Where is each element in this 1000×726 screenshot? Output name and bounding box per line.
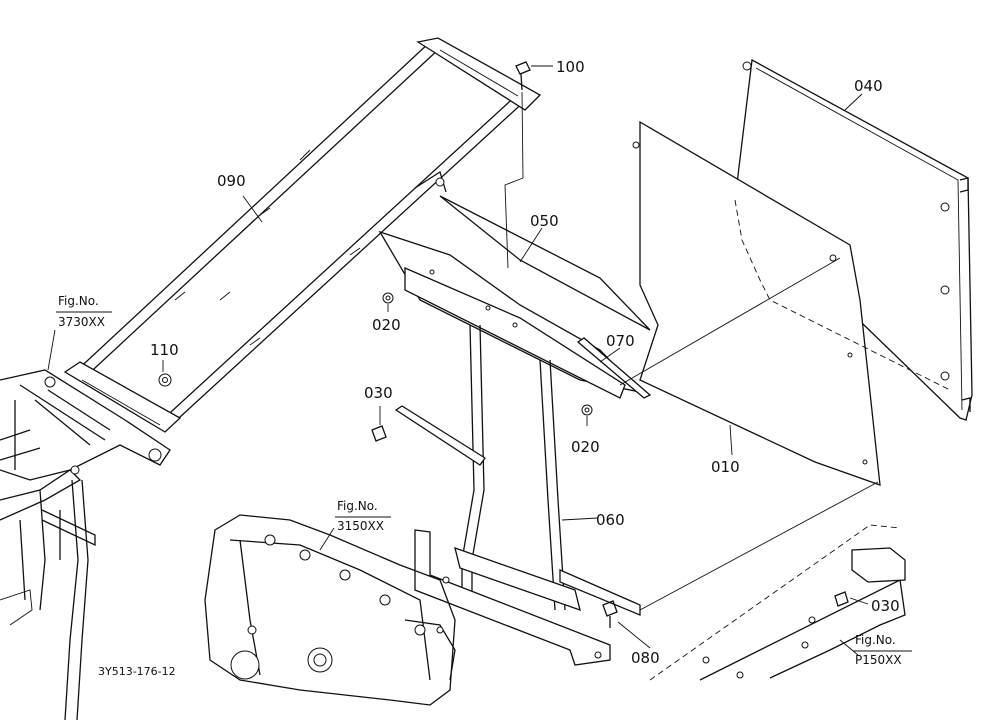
fig-ref-label: Fig.No. <box>58 294 99 308</box>
part-label-040: 040 <box>854 77 883 95</box>
part-label-030-right: 030 <box>871 597 900 615</box>
part-label-020-upper: 020 <box>372 316 401 334</box>
left-frame-assembly <box>0 369 171 721</box>
stay-030-left <box>371 405 486 466</box>
fig-ref-number: P150XX <box>855 653 902 667</box>
part-label-110: 110 <box>150 341 179 359</box>
fig-ref-label: Fig.No. <box>337 499 378 513</box>
bracket-070 <box>576 337 652 399</box>
part-labels: 100 040 090 050 020 070 110 030 020 010 … <box>150 58 900 667</box>
fasteners <box>158 61 849 628</box>
fig-ref-3730xx: Fig.No. 3730XX <box>56 294 112 329</box>
fig-ref-number: 3730XX <box>58 315 105 329</box>
panel-010 <box>632 120 951 486</box>
right-frame-plate <box>649 524 906 681</box>
part-label-100: 100 <box>556 58 585 76</box>
fig-ref-number: 3150XX <box>337 519 384 533</box>
diagram-code: 3Y513-176-12 <box>98 665 176 678</box>
part-label-080: 080 <box>631 649 660 667</box>
frame-090 <box>63 37 542 433</box>
alignment-lines <box>504 91 879 611</box>
fig-ref-label: Fig.No. <box>855 633 896 647</box>
plates-050 <box>378 195 651 399</box>
part-label-010: 010 <box>711 458 740 476</box>
leader-lines <box>47 65 869 656</box>
part-label-060: 060 <box>596 511 625 529</box>
part-label-090: 090 <box>217 172 246 190</box>
part-label-070: 070 <box>606 332 635 350</box>
gear-case-housing <box>204 514 456 706</box>
fig-ref-3150xx: Fig.No. 3150XX <box>335 499 391 533</box>
part-label-020-lower: 020 <box>571 438 600 456</box>
stay-060 <box>414 324 641 666</box>
fig-ref-p150xx: Fig.No. P150XX <box>853 633 912 667</box>
part-label-050: 050 <box>530 212 559 230</box>
part-label-030-left: 030 <box>364 384 393 402</box>
